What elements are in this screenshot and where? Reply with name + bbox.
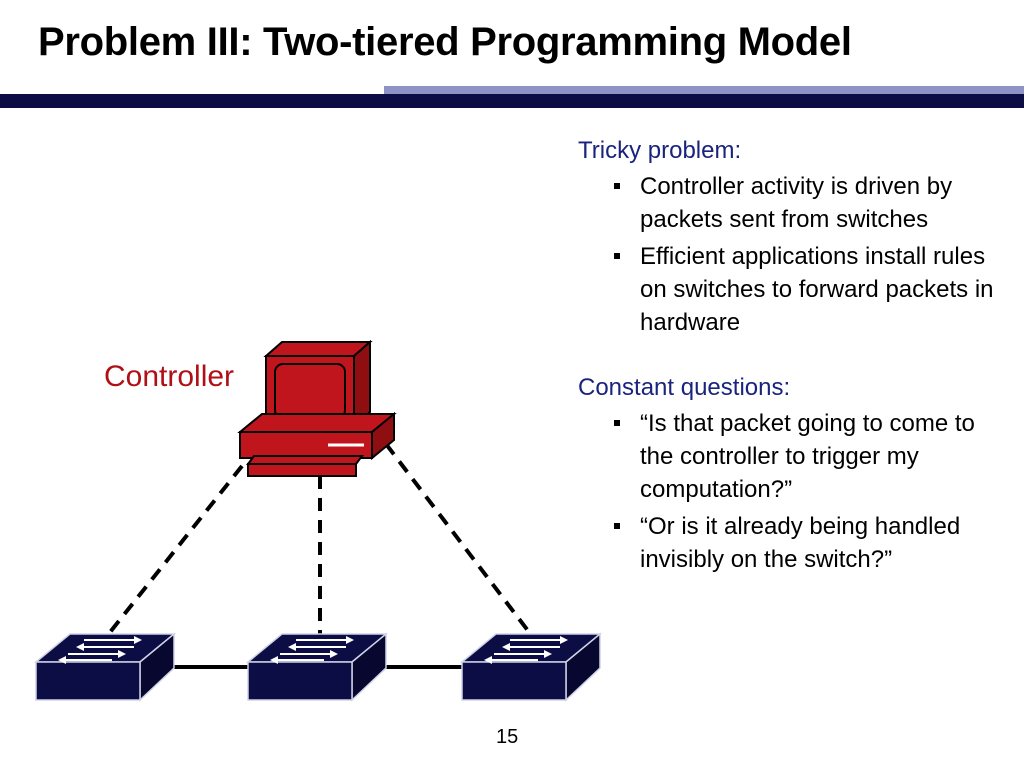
section-heading: Tricky problem: <box>578 137 742 164</box>
title-band-light <box>384 86 1024 96</box>
controller-label: Controller <box>104 360 235 393</box>
bullet-text: “Or is it already being handled invisibl… <box>640 513 961 573</box>
title-band-dark <box>0 94 1024 108</box>
bullet-list: Controller activity is driven by packets… <box>578 170 1008 339</box>
slide-title: Problem III: Two-tiered Programming Mode… <box>38 20 852 64</box>
bullet-item: Controller activity is driven by packets… <box>578 170 1008 236</box>
network-switch-icon <box>461 633 601 701</box>
bullet-item: “Is that packet going to come to the con… <box>578 407 1008 506</box>
section-tricky-problem: Tricky problem: Controller activity is d… <box>578 134 1008 339</box>
desktop-computer-icon <box>237 339 397 477</box>
bullet-text: Efficient applications install rules on … <box>640 243 994 336</box>
section-constant-questions: Constant questions: “Is that packet goin… <box>578 371 1008 576</box>
network-switch-icon <box>33 632 177 702</box>
content-panel: Tricky problem: Controller activity is d… <box>578 134 1008 580</box>
bullet-item: “Or is it already being handled invisibl… <box>578 510 1008 576</box>
square-bullet-icon <box>614 420 620 426</box>
network-switch-icon <box>247 633 387 701</box>
dashed-link-left <box>105 464 244 638</box>
square-bullet-icon <box>614 183 620 189</box>
section-heading: Constant questions: <box>578 374 791 401</box>
dashed-link-right <box>384 442 534 638</box>
link-lines <box>105 442 534 669</box>
page-number: 15 <box>496 726 519 748</box>
bullet-text: Controller activity is driven by packets… <box>640 173 953 233</box>
bullet-text: “Is that packet going to come to the con… <box>640 410 975 503</box>
square-bullet-icon <box>614 253 620 259</box>
bullet-item: Efficient applications install rules on … <box>578 240 1008 339</box>
bullet-list: “Is that packet going to come to the con… <box>578 407 1008 576</box>
square-bullet-icon <box>614 523 620 529</box>
